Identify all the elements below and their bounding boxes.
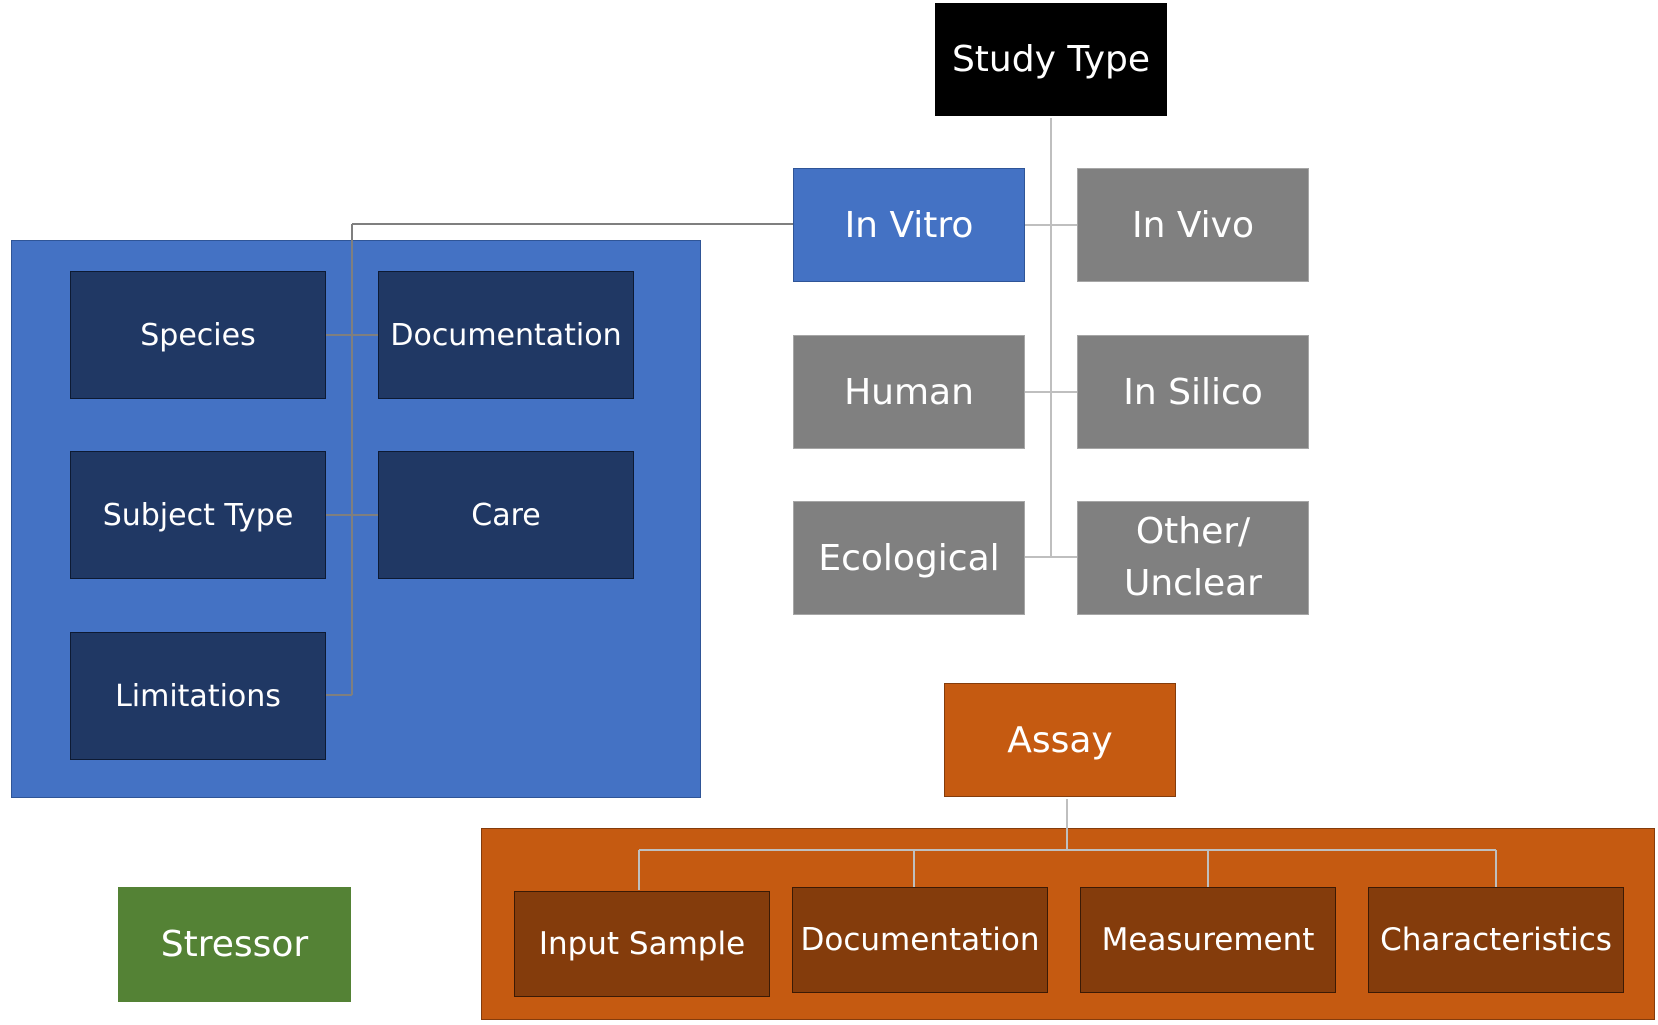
study-type-node: Study Type xyxy=(935,3,1167,116)
stressor-node: Stressor xyxy=(118,887,351,1002)
human-label: Human xyxy=(844,371,974,413)
in-silico-node: In Silico xyxy=(1077,335,1309,449)
in-vivo-label: In Vivo xyxy=(1131,204,1255,246)
ecological-label: Ecological xyxy=(818,537,1000,579)
documentation-node-left: Documentation xyxy=(378,271,634,399)
ecological-node: Ecological xyxy=(793,501,1025,615)
measurement-label: Measurement xyxy=(1101,922,1315,958)
in-vitro-panel-connectors xyxy=(326,223,793,696)
input-sample-label: Input Sample xyxy=(538,926,746,962)
documentation-node-bottom: Documentation xyxy=(792,887,1048,993)
characteristics-node: Characteristics xyxy=(1368,887,1624,993)
input-sample-node: Input Sample xyxy=(514,891,770,997)
in-silico-label: In Silico xyxy=(1123,371,1263,413)
documentation-label-bottom: Documentation xyxy=(800,922,1040,958)
documentation-label-left: Documentation xyxy=(390,317,622,353)
human-node: Human xyxy=(793,335,1025,449)
species-node: Species xyxy=(70,271,326,399)
study-type-connectors xyxy=(1025,118,1077,558)
measurement-node: Measurement xyxy=(1080,887,1336,993)
study-type-label: Study Type xyxy=(951,39,1151,80)
subject-type-label: Subject Type xyxy=(102,497,294,533)
species-label: Species xyxy=(140,317,256,353)
assay-node: Assay xyxy=(944,683,1176,797)
in-vitro-label: In Vitro xyxy=(844,204,974,246)
assay-label: Assay xyxy=(1007,719,1113,761)
stressor-label: Stressor xyxy=(160,924,309,965)
care-label: Care xyxy=(471,497,541,533)
assay-connectors xyxy=(638,799,1497,890)
subject-type-node: Subject Type xyxy=(70,451,326,579)
limitations-node: Limitations xyxy=(70,632,326,760)
characteristics-label: Characteristics xyxy=(1380,922,1612,958)
limitations-label: Limitations xyxy=(115,678,281,714)
other-unclear-node: Other/ Unclear xyxy=(1077,501,1309,615)
care-node: Care xyxy=(378,451,634,579)
other-unclear-label: Other/ Unclear xyxy=(1124,510,1262,604)
in-vivo-node: In Vivo xyxy=(1077,168,1309,282)
in-vitro-node: In Vitro xyxy=(793,168,1025,282)
